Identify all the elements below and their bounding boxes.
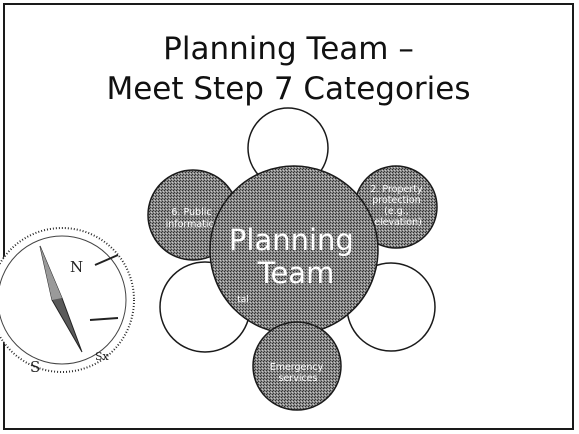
svg-text:Sx: Sx <box>95 350 110 363</box>
node-bottom-line-1: Emergency <box>270 362 324 373</box>
node-top-left-line-1: 6. Public <box>171 207 211 218</box>
svg-text:2. Property protection: 2. Property protection (e.g., elevation) <box>370 184 425 228</box>
svg-text:S: S <box>30 358 40 376</box>
svg-text:6. Public information: 6. Public information <box>166 207 221 230</box>
svg-text:N: N <box>70 258 83 276</box>
center-line-1: Planning <box>229 223 354 257</box>
node-top-right-line-4: elevation) <box>374 217 422 228</box>
node-bottom-line-2: services <box>279 373 318 384</box>
node-top-left-line-2: information <box>166 219 221 230</box>
node-top-right-line-1: 2. Property <box>370 184 423 195</box>
compass-rose-icon: N S Sx <box>0 227 135 376</box>
title-line-1: Planning Team – <box>163 31 414 67</box>
svg-text:Emergency services: Emergency services <box>270 362 327 384</box>
svg-text:Planning Team: Planning Team <box>229 223 363 290</box>
slide-title: Planning Team – Meet Step 7 Categories <box>5 29 572 109</box>
node-top-right-line-2: protection <box>372 195 421 206</box>
node-center: Planning Team <box>209 165 379 335</box>
node-top-right-line-3: (e.g., <box>384 206 409 217</box>
node-bottom-left-label: tal <box>237 295 249 305</box>
node-bottom: Emergency services <box>252 321 342 411</box>
title-line-2: Meet Step 7 Categories <box>106 71 471 107</box>
center-line-2: Team <box>257 256 335 290</box>
